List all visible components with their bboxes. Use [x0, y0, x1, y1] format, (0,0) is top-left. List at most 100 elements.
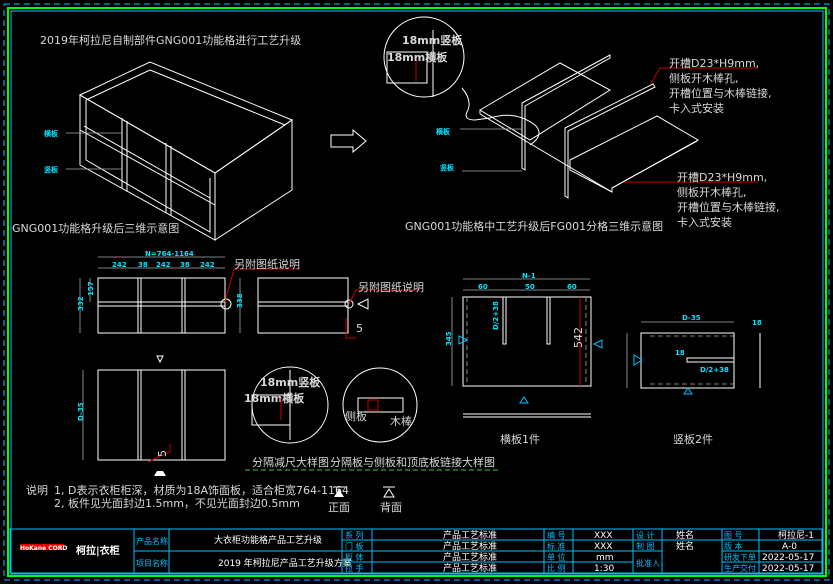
label: 338	[236, 293, 244, 308]
label: 门 板	[345, 541, 364, 551]
drawing-title: 2019年柯拉尼自制部件GNG001功能格进行工艺升级	[40, 33, 301, 47]
label: N-1	[522, 272, 536, 280]
see-drawing-note-2: 另附图纸说明	[358, 280, 424, 294]
label: 开槽位置与木棒链接,	[677, 200, 780, 214]
label: 柯拉尼-1	[778, 529, 814, 541]
drawing-line	[592, 339, 603, 349]
label-horizontal-board-2: 横板	[436, 127, 451, 136]
label: 姓名	[676, 540, 694, 552]
label: 生产交付	[724, 563, 756, 573]
drawing-line	[502, 297, 507, 345]
caption-3d-right: GNG001功能格中工艺升级后FG001分格三维示意图	[405, 219, 663, 233]
drawing-line	[611, 140, 698, 189]
drawing-line	[564, 83, 656, 199]
drawing-line	[633, 354, 643, 366]
label: D-35	[682, 314, 701, 322]
label: D/2+38	[492, 301, 500, 330]
front-label: 正面	[328, 501, 350, 514]
front-face-symbol-icon	[334, 489, 344, 497]
drawing-line	[85, 69, 151, 101]
side-view: 338	[236, 277, 369, 334]
drawing-line	[220, 298, 232, 310]
label: 2022-05-17	[762, 553, 814, 563]
label: 2019 年柯拉尼产品工艺升级方案	[218, 557, 352, 569]
label: 242	[156, 261, 171, 269]
partition-3d	[479, 54, 700, 199]
drawing-line	[133, 529, 822, 573]
bottom-view: D-35	[77, 355, 226, 476]
label: XXX	[594, 531, 613, 541]
drawing-line	[348, 289, 420, 305]
label: 研发下单	[724, 552, 756, 562]
drawing-line	[149, 69, 286, 126]
label: 60	[478, 283, 488, 291]
label: 木棒	[390, 414, 412, 428]
label: 姓名	[676, 529, 694, 541]
label: 18	[752, 319, 762, 327]
note-slot-2: 开槽D23*H9mm, 侧板开木棒孔, 开槽位置与木棒链接, 卡入式安装	[677, 171, 780, 229]
arrow-right-icon	[330, 128, 367, 154]
mark-5: 5	[356, 322, 363, 335]
label: 345	[445, 331, 453, 346]
label: 单 位	[547, 552, 566, 562]
label: 60	[567, 283, 577, 291]
detail-circle-2: 侧板 木棒	[342, 367, 418, 443]
label: XXX	[594, 542, 613, 552]
detail-circle	[383, 16, 465, 98]
label: N=764-1164	[145, 250, 194, 258]
drawing-line	[79, 129, 216, 206]
label-vertical-board-2: 竖板	[440, 163, 455, 172]
drawing-line	[546, 297, 551, 345]
horizontal-board-view: N-1 60 50 60 542 345 D/2+38	[445, 272, 603, 418]
label: 242	[112, 261, 127, 269]
drawing-line	[367, 399, 379, 411]
label: 开槽D23*H9mm,	[677, 171, 767, 184]
drawing-line	[479, 62, 611, 141]
caption-detail-2: 分隔板与侧板和顶底板链接大样图	[330, 455, 495, 469]
drawing-line	[356, 298, 369, 310]
drawing-line	[224, 268, 300, 303]
front-view: N=764-1164 242 38 242 38 242 332 157	[77, 250, 232, 334]
drawing-line	[342, 367, 418, 443]
label: 系 列	[345, 530, 364, 540]
label: mm	[596, 553, 614, 563]
label: 18	[675, 349, 685, 357]
drawing-line	[386, 51, 428, 84]
drawing-line	[479, 113, 613, 193]
label: 242	[200, 261, 215, 269]
label: 侧板开木棒孔,	[669, 71, 739, 85]
label: 图 号	[724, 531, 743, 540]
label: 拉 手	[345, 563, 364, 573]
label: 编 号	[547, 530, 566, 540]
label: 开槽D23*H9mm,	[669, 57, 759, 70]
drawing-line	[20, 544, 64, 550]
cabinet-3d	[78, 61, 294, 241]
detail-circle-1: 18mm竖板 18mm横板	[244, 366, 329, 444]
label: 版 本	[724, 541, 743, 551]
back-face-symbol-icon	[383, 488, 395, 498]
label: 卡入式安装	[677, 215, 732, 229]
drawing-line	[345, 318, 356, 339]
note-line-2: 2, 板件见光面封边1.5mm，不见光面封边0.5mm	[54, 496, 300, 510]
label: 产品工艺标准	[443, 551, 497, 563]
drawing-line	[85, 100, 211, 233]
label: 1:30	[594, 564, 614, 574]
vertical-board-view: D-35 D/2+38 18 18	[626, 314, 762, 395]
label: 2022-05-17	[762, 564, 814, 574]
note-slot-1: 开槽D23*H9mm, 侧板开木棒孔, 开槽位置与木棒链接, 卡入式安装	[669, 57, 772, 115]
label: D-35	[77, 402, 85, 421]
label: 50	[525, 283, 535, 291]
back-label: 背面	[380, 500, 402, 514]
label: 产品工艺标准	[443, 562, 497, 574]
label: 18mm竖板	[260, 375, 321, 389]
drawing-line	[83, 125, 211, 199]
label: 产品名称	[136, 536, 168, 546]
drawing-line	[214, 119, 293, 241]
drawing-line	[156, 355, 164, 364]
caption-detail-1: 分隔减尺大样图	[252, 455, 329, 469]
label: 开槽位置与木棒链接,	[669, 86, 772, 100]
drawing-line	[649, 67, 758, 86]
note-line-1: 1, D表示衣柜柜深，材质为18A饰面板，适合柜宽764-1164	[54, 483, 349, 497]
inner-border	[10, 10, 824, 575]
